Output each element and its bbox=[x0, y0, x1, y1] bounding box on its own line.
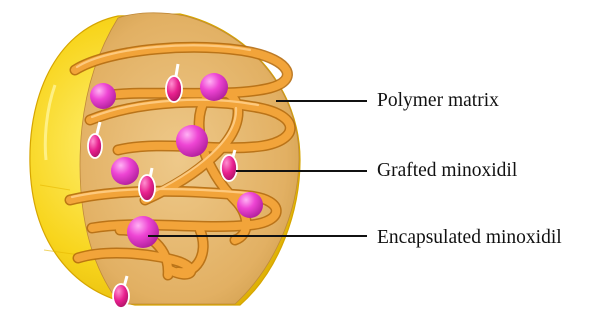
encapsulated-drug-sphere bbox=[176, 125, 208, 157]
label-grafted-minoxidil: Grafted minoxidil bbox=[377, 161, 517, 181]
encapsulated-drug-sphere bbox=[127, 216, 159, 248]
label-polymer-matrix: Polymer matrix bbox=[377, 91, 499, 111]
label-encapsulated-minoxidil: Encapsulated minoxidil bbox=[377, 228, 562, 248]
encapsulated-drug-sphere bbox=[90, 83, 116, 109]
encapsulated-drug-sphere bbox=[200, 73, 228, 101]
encapsulated-drug-sphere bbox=[237, 192, 263, 218]
encapsulated-drug-sphere bbox=[111, 157, 139, 185]
